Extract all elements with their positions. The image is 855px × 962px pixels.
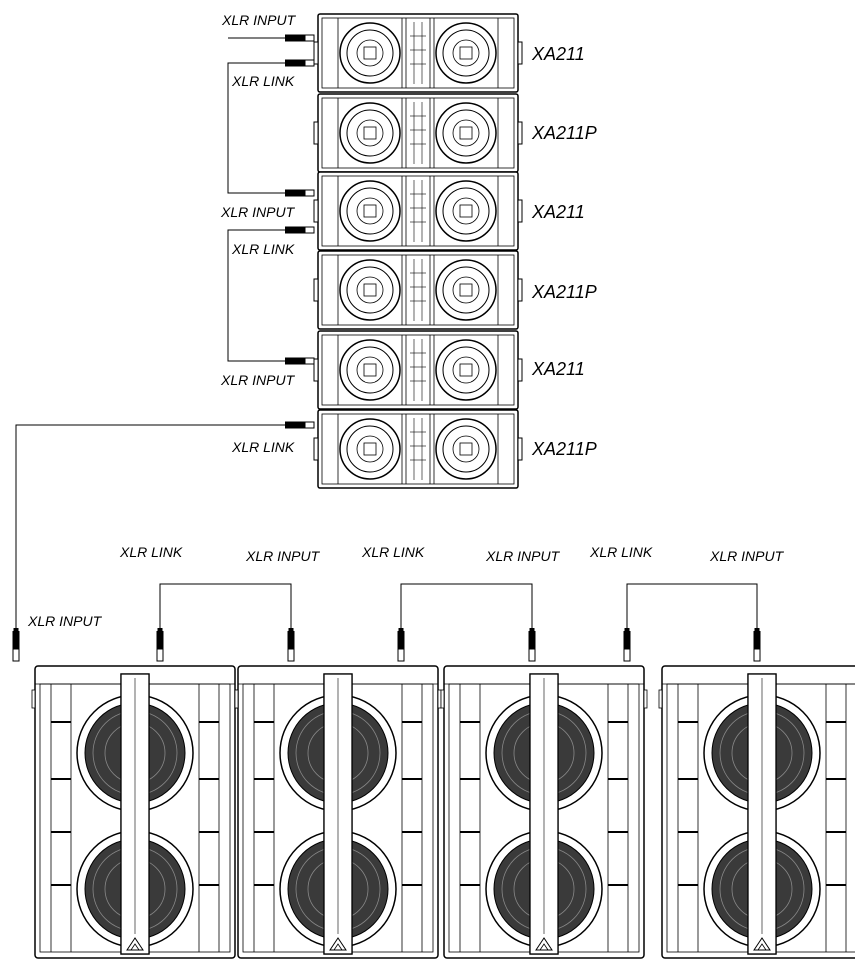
connector-label-input-3: XLR INPUT <box>220 204 296 220</box>
sub-label-input-3: XLR INPUT <box>485 548 561 564</box>
subwoofer-3 <box>440 665 648 959</box>
connector-label-input-5: XLR INPUT <box>220 372 296 388</box>
sub-label-input-4: XLR INPUT <box>709 548 785 564</box>
sub-label-link-1: XLR LINK <box>119 544 183 560</box>
line-array-cabinet-1 <box>313 13 523 93</box>
model-label-5: XA211 <box>531 359 585 379</box>
subwoofer-row <box>31 665 855 959</box>
line-array-cabinet-5 <box>313 330 523 410</box>
xlr-plug-sub-input-3 <box>528 627 536 662</box>
xlr-plug-sub-link-1 <box>156 627 164 662</box>
xlr-plug-sub-link-2 <box>397 627 405 662</box>
subwoofer-2 <box>234 665 442 959</box>
line-array-cables <box>15 37 285 628</box>
sub-label-input-1: XLR INPUT <box>27 613 103 629</box>
subwoofer-4 <box>658 665 855 959</box>
xlr-plug-link-6 <box>284 421 315 429</box>
model-label-2: XA211P <box>531 123 597 143</box>
connector-label-input-1: XLR INPUT <box>221 12 297 28</box>
xlr-plug-sub-input-4 <box>753 627 761 662</box>
line-array-cabinet-2 <box>313 93 523 173</box>
xlr-plug-input-1 <box>284 34 315 42</box>
xlr-plug-link-3 <box>284 226 315 234</box>
model-label-3: XA211 <box>531 202 585 222</box>
model-label-6: XA211P <box>531 439 597 459</box>
model-label-1: XA211 <box>531 44 585 64</box>
subwoofer-cables <box>159 583 758 628</box>
xlr-plug-input-3 <box>284 189 315 197</box>
sub-label-link-2: XLR LINK <box>361 544 425 560</box>
line-array-stack <box>313 13 523 489</box>
connector-label-link-3: XLR LINK <box>231 241 295 257</box>
sub-label-input-2: XLR INPUT <box>245 548 321 564</box>
connector-label-link-1: XLR LINK <box>231 73 295 89</box>
line-array-cabinet-4 <box>313 250 523 330</box>
xlr-plug-sub-link-3 <box>623 627 631 662</box>
connector-label-link-6: XLR LINK <box>231 439 295 455</box>
model-label-4: XA211P <box>531 282 597 302</box>
xlr-plug-input-5 <box>284 357 315 365</box>
xlr-plug-sub-input-1 <box>12 627 20 662</box>
xlr-plug-link-1 <box>284 59 315 67</box>
xlr-plug-sub-input-2 <box>287 627 295 662</box>
subwoofer-1 <box>31 665 239 959</box>
line-array-cabinet-3 <box>313 171 523 251</box>
sub-label-link-3: XLR LINK <box>589 544 653 560</box>
line-array-cabinet-6 <box>313 409 523 489</box>
